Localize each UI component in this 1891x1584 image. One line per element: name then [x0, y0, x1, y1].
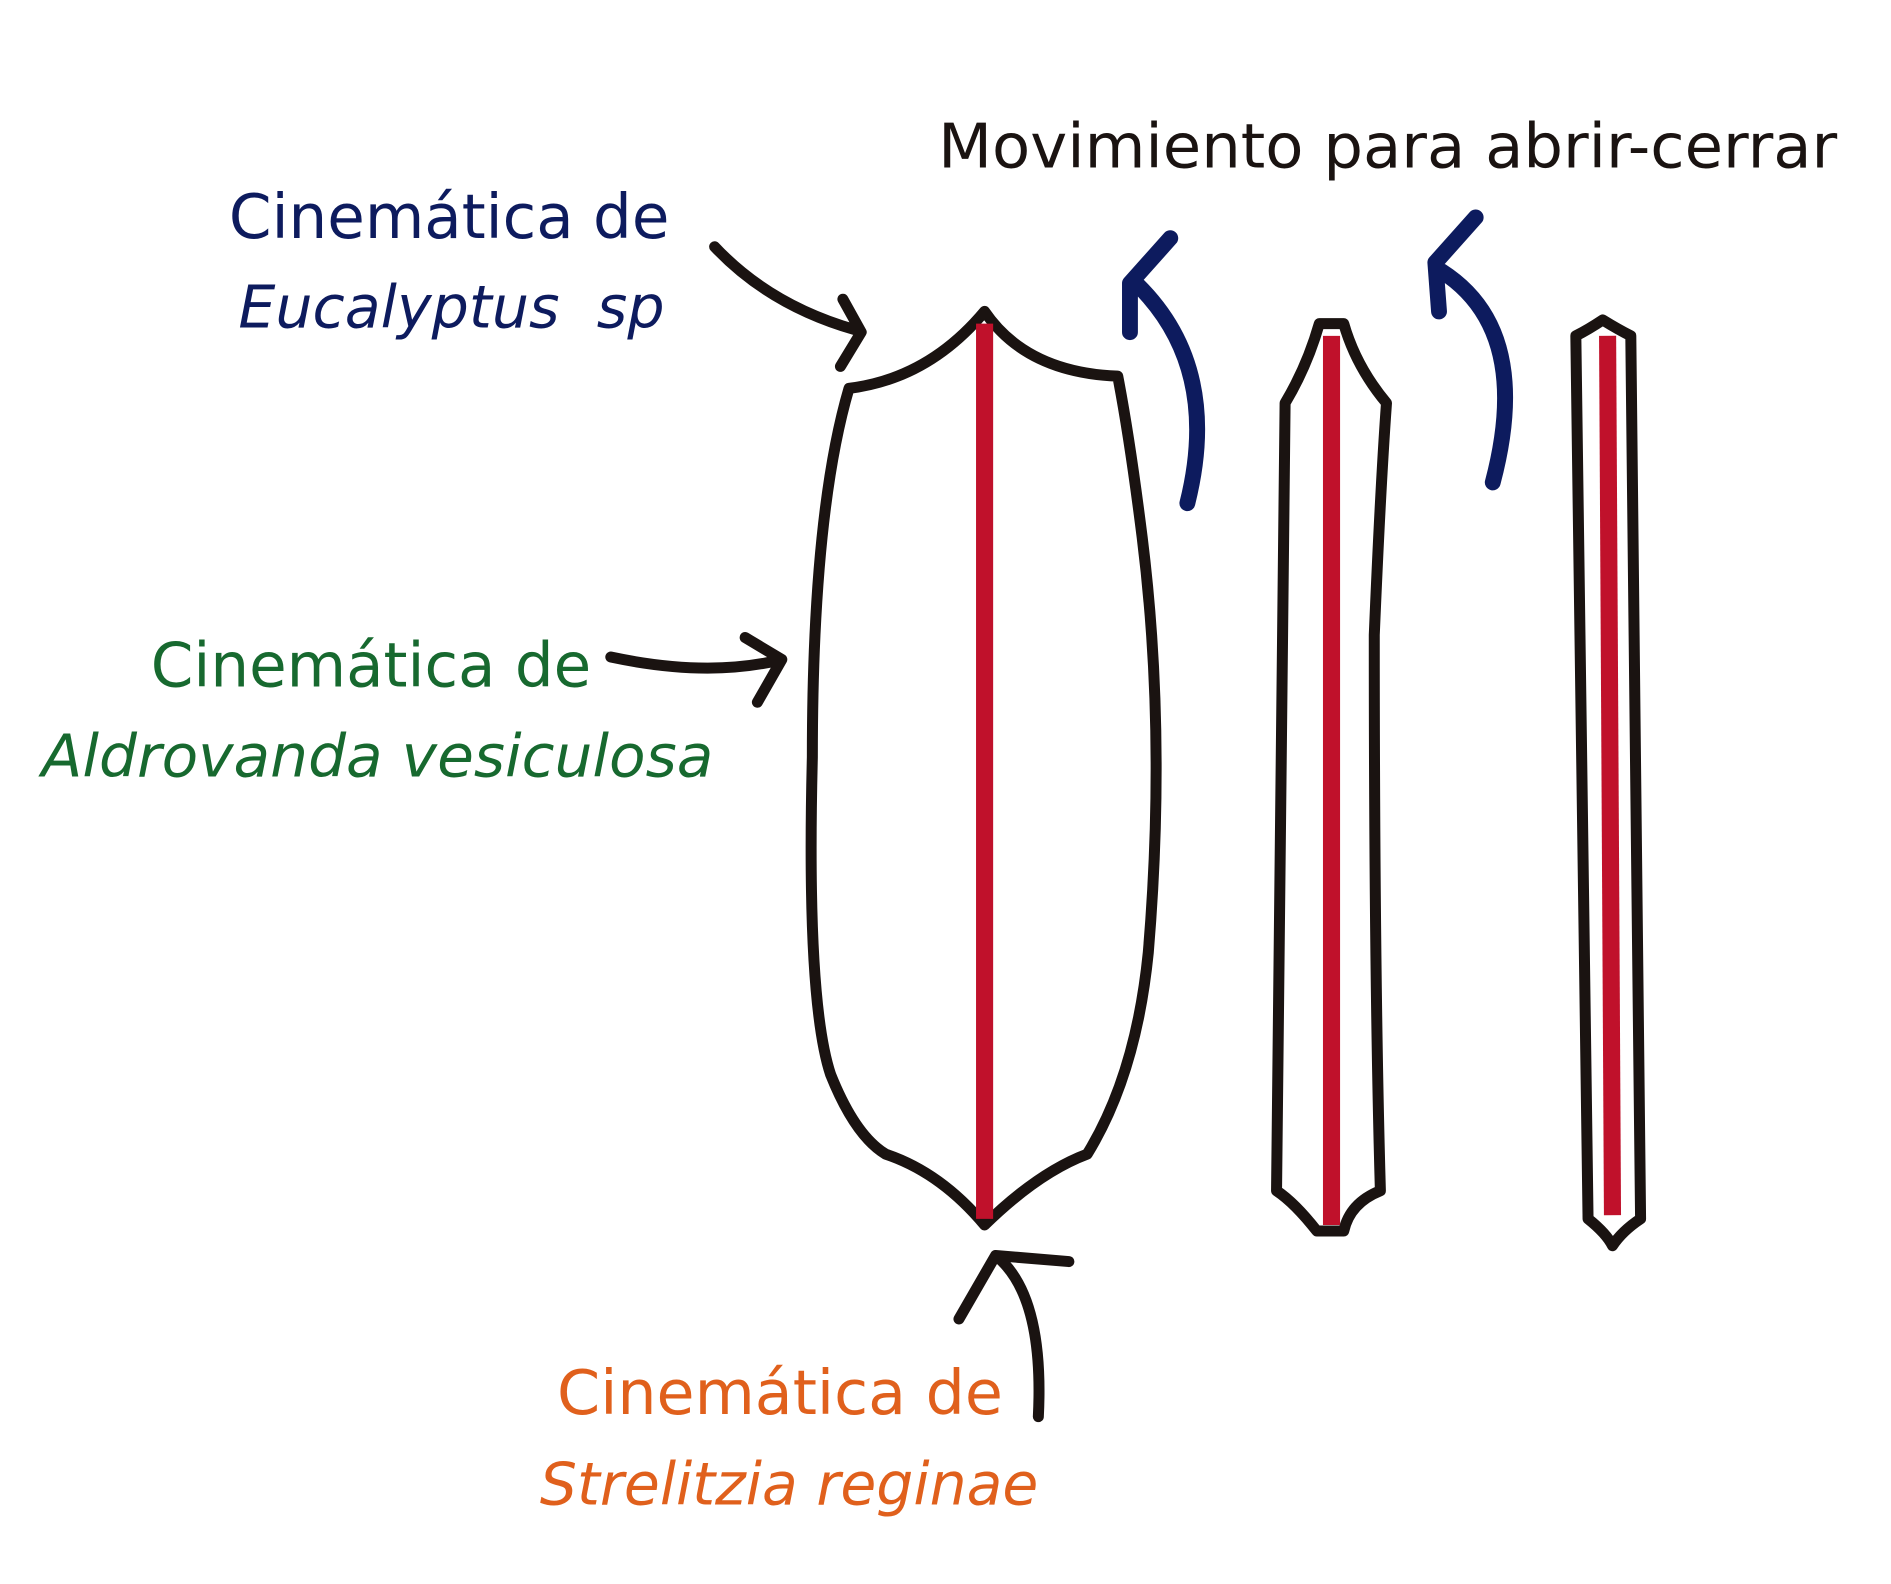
half-closed-leaf-outline [1271, 318, 1392, 1237]
eucalyptus-label-1: Cinemática de [229, 182, 669, 253]
aldrovanda-label-1: Cinemática de [151, 630, 591, 701]
aldrovanda-pointer-arrow [605, 632, 788, 708]
motion-arrow-1-icon [1122, 230, 1205, 512]
motion-arrow-2-icon [1427, 209, 1514, 491]
closed-leaf-outline [1570, 314, 1647, 1252]
title: Movimiento para abrir-cerrar [938, 111, 1838, 182]
strelitzia-label-1: Cinemática de [557, 1358, 1003, 1429]
eucalyptus-label-2: Eucalyptus sp [238, 273, 664, 341]
open-leaf-outline [805, 305, 1162, 1231]
midribs [976, 323, 1622, 1225]
closed-leaf-midrib [1599, 335, 1622, 1216]
strelitzia-label-2: Strelitzia reginae [540, 1451, 1038, 1519]
aldrovanda-label-2: Aldrovanda vesiculosa [37, 723, 713, 791]
eucalyptus-pointer-arrow [709, 241, 867, 372]
strelitzia-pointer-arrow [953, 1249, 1075, 1423]
